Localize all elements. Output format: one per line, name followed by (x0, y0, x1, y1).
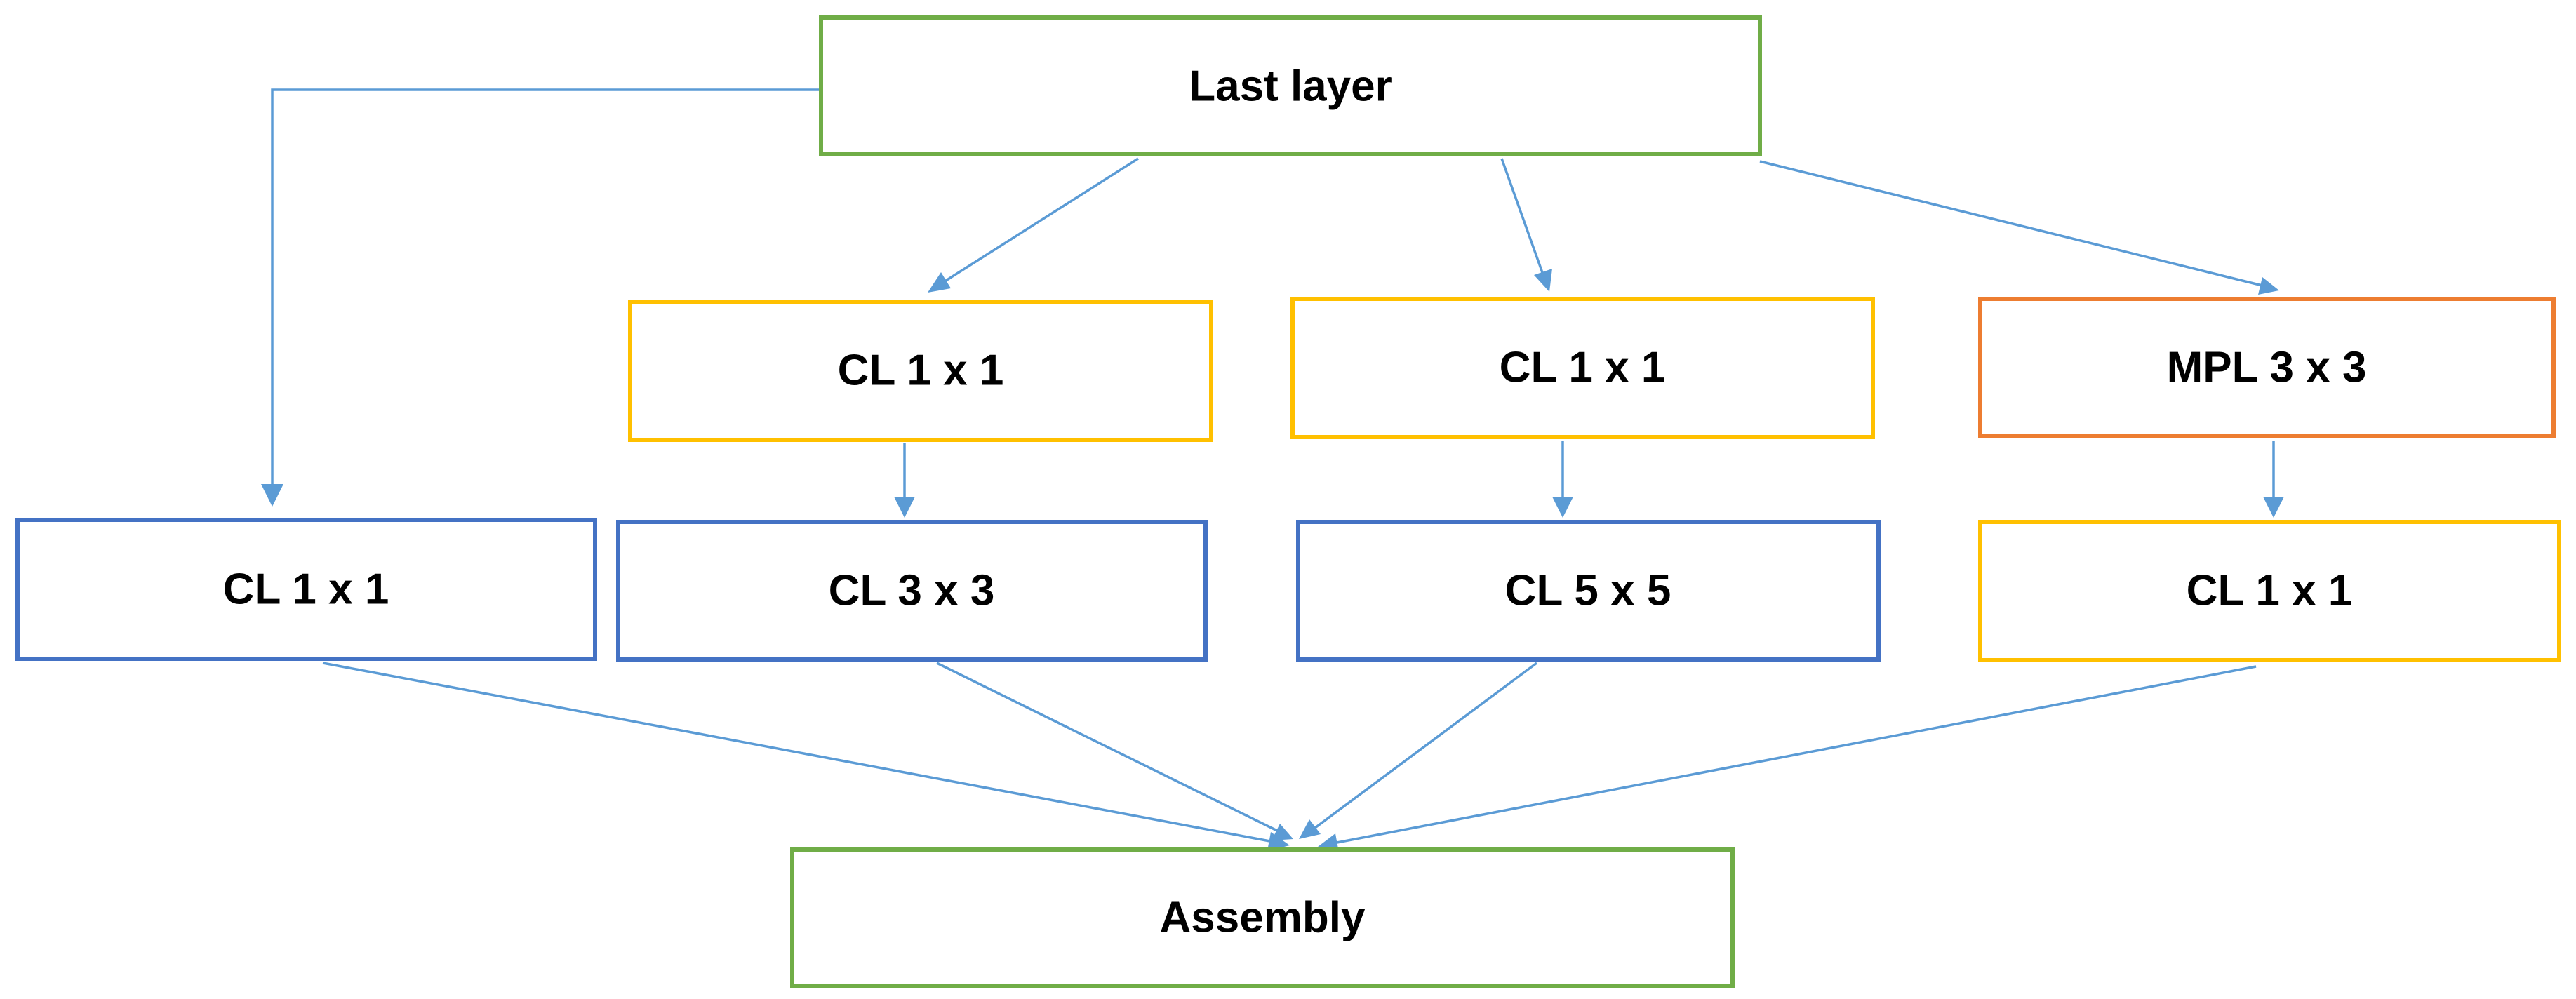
arrowhead-last-layer-to-cl-1x1-yellow-b (1534, 269, 1552, 292)
node-label-cl-1x1-blue: CL 1 x 1 (223, 565, 389, 614)
arrowhead-mpl-3x3-to-cl-1x1-yellow-c (2263, 497, 2284, 518)
edge-cl-1x1-yellow-c-to-assembly (1333, 665, 2257, 845)
node-cl-1x1-yellow-b: CL 1 x 1 (1290, 297, 1875, 439)
edge-cl-3x3-to-assembly (936, 662, 1279, 833)
arrowhead-cl-1x1-blue-to-assembly (1267, 832, 1290, 851)
node-label-last-layer: Last layer (1189, 62, 1392, 111)
arrowhead-cl-1x1-yellow-a-to-cl-3x3 (894, 497, 915, 518)
node-label-cl-3x3: CL 3 x 3 (829, 567, 995, 615)
node-assembly: Assembly (790, 847, 1735, 988)
arrowhead-cl-1x1-yellow-b-to-cl-5x5 (1552, 497, 1573, 518)
node-label-cl-1x1-yellow-b: CL 1 x 1 (1500, 344, 1666, 392)
node-cl-1x1-yellow-c: CL 1 x 1 (1978, 520, 2561, 662)
node-cl-5x5: CL 5 x 5 (1296, 520, 1881, 662)
node-cl-1x1-blue: CL 1 x 1 (15, 518, 597, 661)
edge-last-layer-to-mpl-3x3 (1759, 160, 2266, 288)
node-label-assembly: Assembly (1160, 894, 1366, 942)
node-last-layer: Last layer (819, 15, 1762, 156)
node-label-cl-1x1-yellow-c: CL 1 x 1 (2187, 567, 2353, 615)
arrowhead-last-layer-to-mpl-3x3 (2258, 277, 2279, 295)
edge-last-layer-to-cl-1x1-yellow-a (940, 157, 1139, 286)
node-cl-1x1-yellow-a: CL 1 x 1 (628, 300, 1213, 442)
edges-group (261, 88, 2284, 852)
nodes-group: Last layer CL 1 x 1 CL 1 x 1 MPL 3 x 3 C… (15, 15, 2561, 988)
arrowhead-cl-5x5-to-assembly (1299, 819, 1321, 839)
node-mpl-3x3: MPL 3 x 3 (1978, 297, 2556, 438)
arrowhead-cl-3x3-to-assembly (1272, 824, 1293, 840)
node-cl-3x3: CL 3 x 3 (616, 520, 1208, 662)
edge-cl-5x5-to-assembly (1311, 662, 1538, 831)
edge-last-layer-to-cl-1x1-yellow-b (1500, 158, 1546, 279)
arrowhead-last-layer-to-cl-1x1-blue (261, 484, 283, 507)
node-label-cl-1x1-yellow-a: CL 1 x 1 (838, 347, 1004, 395)
node-label-cl-5x5: CL 5 x 5 (1505, 567, 1671, 615)
arrowhead-last-layer-to-cl-1x1-yellow-a (928, 272, 951, 293)
edge-cl-1x1-blue-to-assembly (322, 662, 1274, 843)
node-label-mpl-3x3: MPL 3 x 3 (2167, 344, 2367, 392)
edge-last-layer-to-cl-1x1-blue (271, 88, 821, 495)
